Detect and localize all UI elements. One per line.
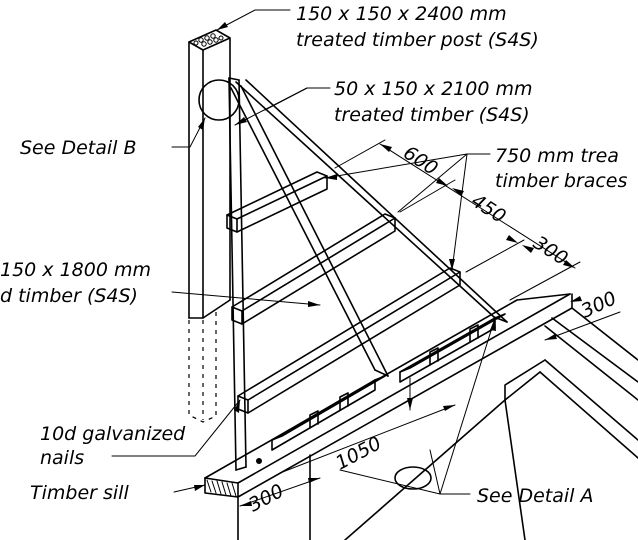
sill-label: Timber sill <box>30 482 129 504</box>
lower-structure <box>237 307 638 540</box>
left-member-label-line1: 150 x 1800 mm <box>0 259 151 281</box>
brace-3 <box>237 267 461 414</box>
left-member-label-line2: d timber (S4S) <box>0 285 138 307</box>
beam-block-right <box>399 313 506 383</box>
post-label-line1: 150 x 150 x 2400 mm <box>296 3 507 25</box>
timber-post <box>188 29 231 423</box>
detail-a-label: See Detail A <box>477 485 594 507</box>
diag-label-line1: 50 x 150 x 2100 mm <box>334 78 533 100</box>
brace-2 <box>231 213 396 325</box>
beam-block-left <box>271 375 386 451</box>
post-label-line2: treated timber post (S4S) <box>296 29 539 51</box>
dim-300-bottom: 300 <box>245 480 287 516</box>
braces-label-line2: timber braces <box>495 170 627 192</box>
detail-b-label: See Detail B <box>20 137 137 159</box>
beam-dimensions <box>239 296 621 507</box>
braces-label-line1: 750 mm trea <box>495 145 619 167</box>
detail-b-circle <box>198 79 240 121</box>
leaders <box>111 9 496 495</box>
nail-mark <box>256 458 262 464</box>
brace-1 <box>226 171 328 233</box>
dim-300-right: 300 <box>578 287 620 322</box>
sill-beam <box>204 293 573 498</box>
nails-label-line2: nails <box>40 447 84 469</box>
diag-label-line2: treated timber (S4S) <box>334 104 530 126</box>
brace-spacing-dimension <box>334 139 581 301</box>
dim-600: 600 <box>399 142 441 180</box>
nails-label-line1: 10d galvanized <box>40 423 186 445</box>
inclined-member <box>228 77 247 471</box>
